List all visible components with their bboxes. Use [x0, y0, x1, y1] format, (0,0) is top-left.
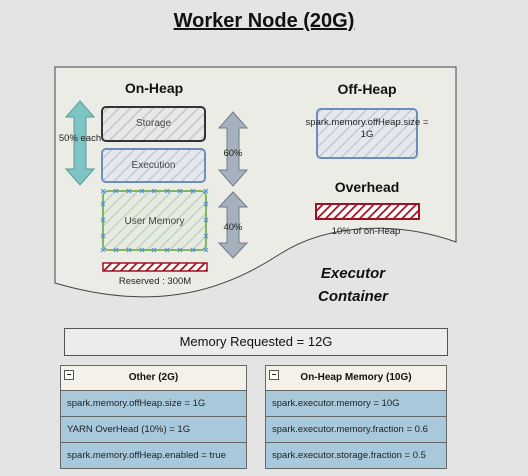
on-heap-memory-panel: − On-Heap Memory (10G) spark.executor.me… — [265, 365, 447, 469]
off-heap-box — [316, 108, 418, 159]
storage-box — [101, 106, 206, 142]
on-heap-row[interactable]: spark.executor.memory.fraction = 0.6 — [266, 417, 446, 443]
off-heap-heading: Off-Heap — [337, 81, 397, 97]
other-row[interactable]: YARN OverHead (10%) = 1G — [61, 417, 246, 443]
reserved-label: Reserved : 300M — [118, 276, 192, 287]
selection-handles — [100, 188, 209, 253]
executor-label-line1: Executor — [320, 265, 386, 282]
on-heap-memory-panel-title: On-Heap Memory (10G) — [300, 372, 412, 383]
executor-label-line2: Container — [317, 288, 388, 305]
memory-requested-box: Memory Requested = 12G — [64, 328, 448, 356]
fifty-percent-arrow — [64, 100, 96, 186]
page-title: Worker Node (20G) — [173, 10, 355, 32]
reserved-bar — [102, 262, 208, 272]
overhead-bar — [315, 203, 420, 220]
other-panel: − Other (2G) spark.memory.offHeap.size =… — [60, 365, 247, 469]
on-heap-heading: On-Heap — [124, 80, 184, 96]
other-row[interactable]: spark.memory.offHeap.size = 1G — [61, 391, 246, 417]
on-heap-row[interactable]: spark.executor.storage.fraction = 0.5 — [266, 443, 446, 468]
overhead-heading: Overhead — [334, 179, 400, 195]
executor-label: Executor Container — [298, 262, 408, 308]
sixty-percent-label: 60% — [223, 148, 243, 159]
fifty-each-label: 50% each — [58, 133, 102, 144]
other-panel-header[interactable]: − Other (2G) — [61, 366, 246, 391]
other-panel-title: Other (2G) — [128, 372, 179, 383]
user-memory-label: User Memory — [124, 216, 185, 227]
overhead-caption: 10% of on-Heap — [331, 226, 401, 237]
collapse-icon[interactable]: − — [64, 370, 74, 380]
collapse-icon[interactable]: − — [269, 370, 279, 380]
sixty-percent-arrow — [217, 111, 249, 187]
execution-label: Execution — [131, 160, 176, 171]
on-heap-row[interactable]: spark.executor.memory = 10G — [266, 391, 446, 417]
off-heap-size-label: spark.memory.offHeap.size = 1G — [305, 117, 429, 140]
on-heap-memory-panel-header[interactable]: − On-Heap Memory (10G) — [266, 366, 446, 391]
execution-box — [101, 148, 206, 183]
other-row[interactable]: spark.memory.offHeap.enabled = true — [61, 443, 246, 468]
forty-percent-arrow — [217, 191, 249, 259]
forty-percent-label: 40% — [223, 222, 243, 233]
storage-label: Storage — [135, 118, 172, 129]
